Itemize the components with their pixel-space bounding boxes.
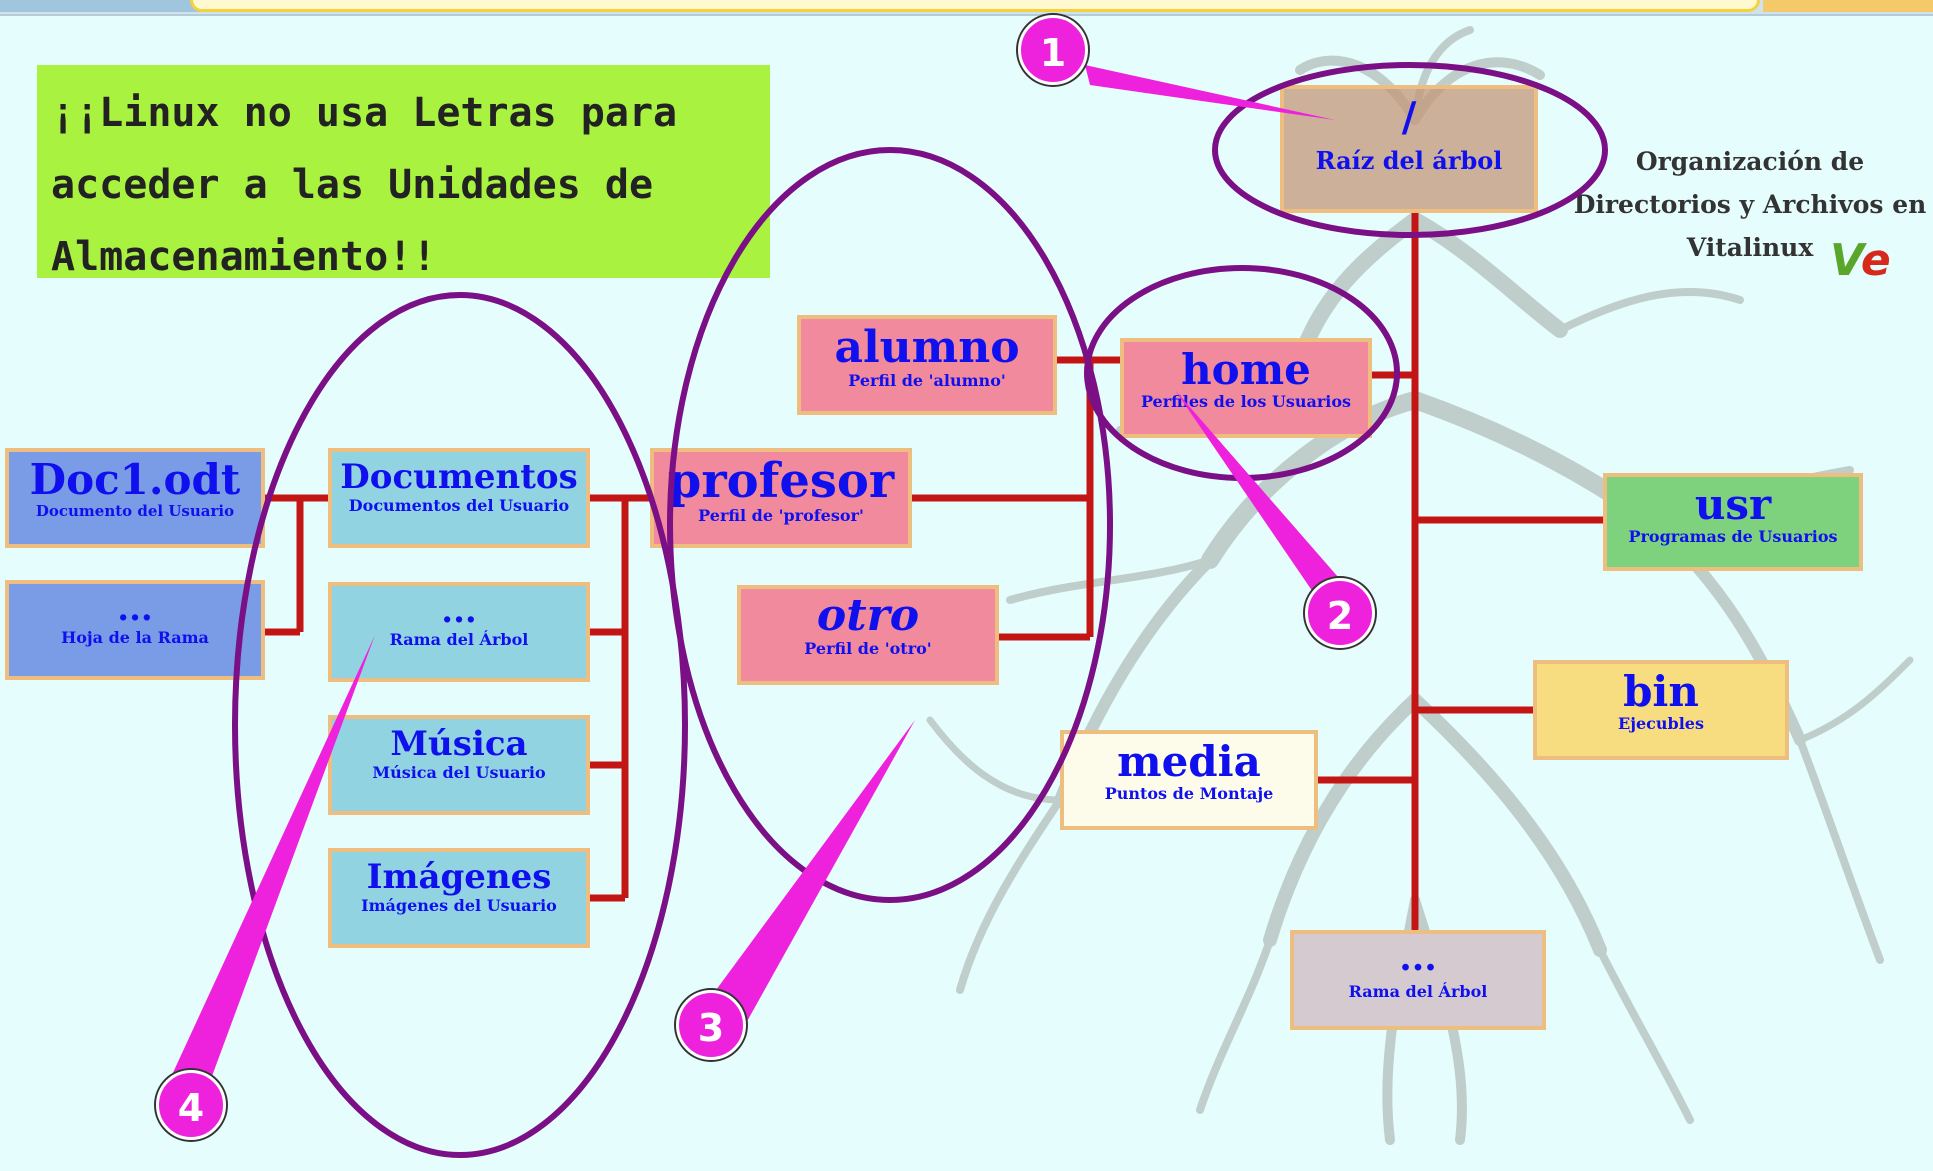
- node-rama-bottom[interactable]: ... Rama del Árbol: [1290, 930, 1546, 1030]
- node-home[interactable]: home Perfiles de los Usuarios: [1120, 338, 1372, 438]
- node-rama-bottom-title: ...: [1399, 937, 1437, 979]
- node-media-subtitle: Puntos de Montaje: [1104, 784, 1274, 804]
- node-alumno[interactable]: alumno Perfil de 'alumno': [797, 315, 1057, 415]
- banner-line-3: Almacenamiento!!: [51, 234, 437, 280]
- node-imagenes[interactable]: Imágenes Imágenes del Usuario: [328, 848, 590, 948]
- callout-pointer-4: [165, 635, 375, 1095]
- node-doc1-title: Doc1.odt: [29, 455, 241, 504]
- node-bin[interactable]: bin Ejecubles: [1533, 660, 1789, 760]
- node-usr-title: usr: [1694, 480, 1772, 529]
- node-documentos[interactable]: Documentos Documentos del Usuario: [328, 448, 590, 548]
- node-hoja[interactable]: ... Hoja de la Rama: [5, 580, 265, 680]
- node-doc1[interactable]: Doc1.odt Documento del Usuario: [5, 448, 265, 548]
- banner-line-1: ¡¡Linux no usa Letras para: [51, 90, 678, 136]
- node-bin-subtitle: Ejecubles: [1618, 714, 1704, 734]
- title-line-2: Directorios y Archivos en: [1573, 190, 1927, 219]
- node-hoja-subtitle: Hoja de la Rama: [61, 627, 209, 647]
- node-rama-mid-title: ...: [441, 591, 477, 631]
- node-profesor-title: profesor: [667, 453, 895, 509]
- node-alumno-title: alumno: [834, 322, 1020, 373]
- node-musica-title: Música: [390, 724, 528, 764]
- node-bin-title: bin: [1623, 667, 1699, 716]
- node-otro-title: otro: [816, 590, 920, 641]
- node-home-subtitle: Perfiles de los Usuarios: [1140, 392, 1352, 412]
- node-documentos-subtitle: Documentos del Usuario: [348, 495, 570, 515]
- node-root-subtitle: Raíz del árbol: [1315, 146, 1503, 175]
- node-usr[interactable]: usr Programas de Usuarios: [1603, 473, 1863, 571]
- node-musica[interactable]: Música Música del Usuario: [328, 715, 590, 815]
- node-media-title: media: [1117, 737, 1261, 786]
- node-musica-subtitle: Música del Usuario: [372, 762, 546, 782]
- ellipse-root: [1212, 62, 1608, 238]
- node-hoja-title: ...: [117, 589, 153, 629]
- node-media[interactable]: media Puntos de Montaje: [1060, 730, 1318, 830]
- title-line-1: Organización de: [1635, 147, 1865, 176]
- callout-badge-2: 2: [1305, 578, 1375, 648]
- top-bar-right-segment: [1763, 0, 1933, 12]
- callout-pointer-1: [1085, 65, 1335, 120]
- node-doc1-subtitle: Documento del Usuario: [35, 502, 235, 521]
- window-top-bar: [0, 0, 1933, 16]
- callout-pointer-2: [1175, 390, 1345, 595]
- node-imagenes-title: Imágenes: [366, 857, 552, 897]
- node-rama-bottom-subtitle: Rama del Árbol: [1348, 981, 1488, 1001]
- node-home-title: home: [1181, 345, 1311, 394]
- node-root-title: /: [1401, 94, 1417, 141]
- node-imagenes-subtitle: Imágenes del Usuario: [361, 895, 557, 915]
- banner-line-2: acceder a las Unidades de: [51, 162, 654, 208]
- vitalinux-logo: Ve: [1830, 235, 1891, 286]
- callout-badge-1: 1: [1018, 15, 1088, 85]
- node-root[interactable]: / Raíz del árbol: [1280, 85, 1538, 213]
- node-documentos-title: Documentos: [340, 457, 578, 497]
- callout-pointer-3: [705, 720, 915, 1025]
- diagram-title: Organización de Directorios y Archivos e…: [1555, 140, 1933, 269]
- title-line-3: Vitalinux: [1686, 233, 1814, 262]
- node-alumno-subtitle: Perfil de 'alumno': [848, 371, 1006, 391]
- node-rama-mid[interactable]: ... Rama del Árbol: [328, 582, 590, 682]
- node-rama-mid-subtitle: Rama del Árbol: [389, 629, 529, 649]
- warning-banner: ¡¡Linux no usa Letras para acceder a las…: [37, 65, 770, 280]
- callout-badge-3: 3: [676, 990, 746, 1060]
- ellipse-home: [1084, 265, 1400, 481]
- node-otro[interactable]: otro Perfil de 'otro': [737, 585, 999, 685]
- ellipse-folders: [232, 292, 688, 1158]
- node-profesor-subtitle: Perfil de 'profesor': [698, 506, 864, 526]
- ellipse-users: [667, 147, 1113, 903]
- node-usr-subtitle: Programas de Usuarios: [1628, 527, 1838, 547]
- callout-badge-4: 4: [156, 1070, 226, 1140]
- node-profesor[interactable]: profesor Perfil de 'profesor': [650, 448, 912, 548]
- node-otro-subtitle: Perfil de 'otro': [804, 639, 932, 659]
